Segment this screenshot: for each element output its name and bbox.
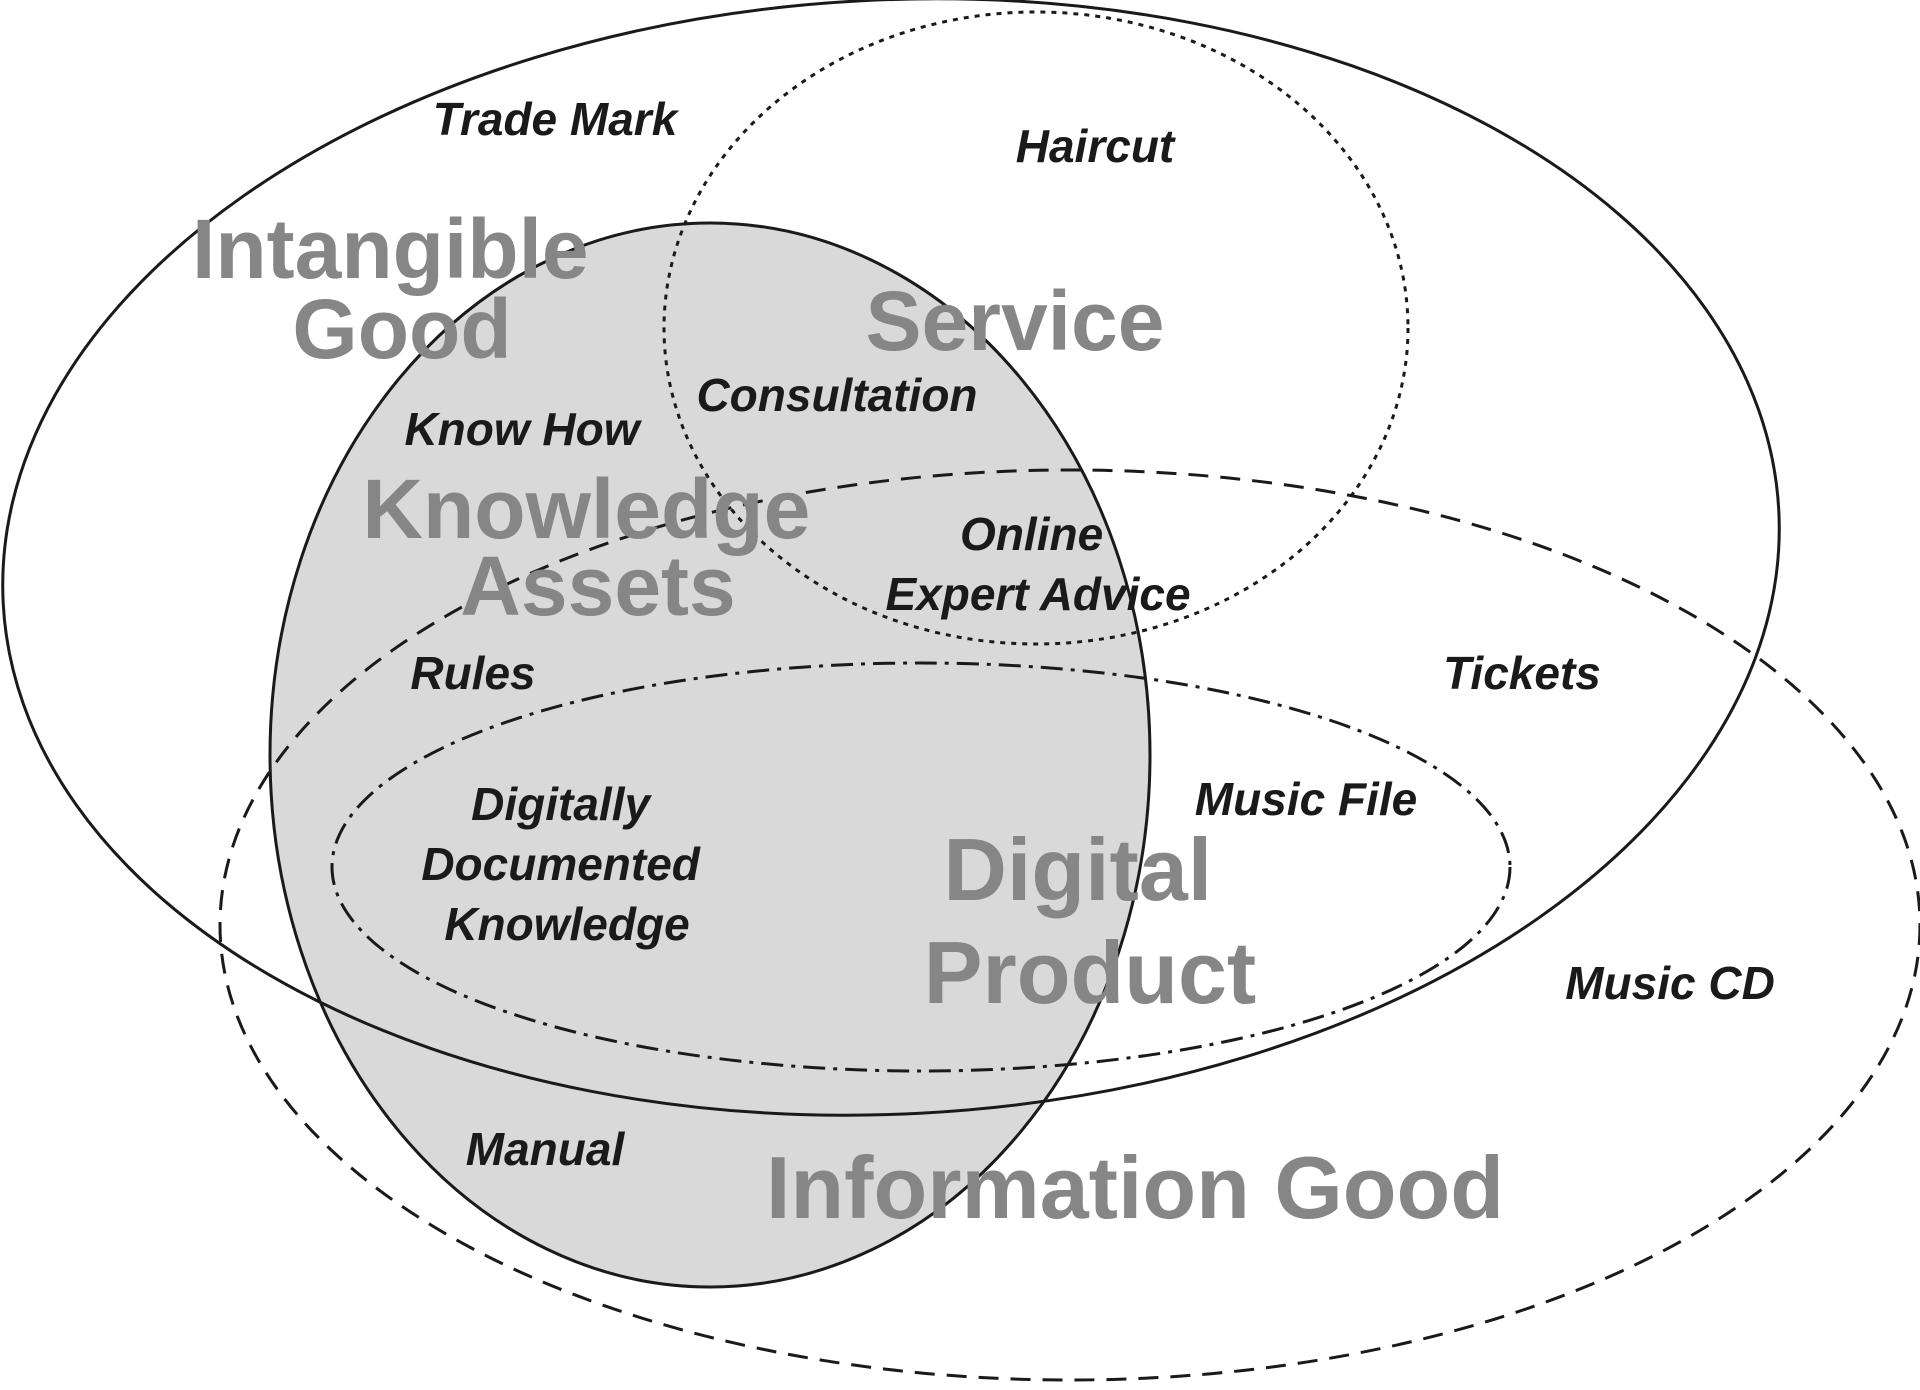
information-good-label: Information Good (766, 1138, 1504, 1237)
know-how-label: Know How (404, 403, 642, 455)
information-good-ellipse (218, 468, 1920, 1382)
knowledge-assets-ellipse (268, 221, 1152, 1289)
intangible-good-label: Intangible Good (192, 202, 612, 376)
digitally-documented-knowledge-label-line-2: Documented (421, 838, 700, 890)
rules-label: Rules (410, 647, 535, 699)
trade-mark-label: Trade Mark (433, 93, 680, 145)
knowledge-assets-label-line-2: Assets (460, 539, 736, 633)
music-cd-label: Music CD (1565, 957, 1775, 1009)
digital-product-label-line-1: Digital (943, 820, 1212, 919)
haircut-label: Haircut (1016, 120, 1176, 172)
digitally-documented-knowledge-label: Digitally Documented Knowledge (421, 778, 712, 950)
tickets-label: Tickets (1443, 647, 1601, 699)
intangible-good-ellipse (1, 0, 1781, 1117)
service-ellipse (662, 10, 1410, 646)
digitally-documented-knowledge-label-line-3: Knowledge (444, 898, 689, 950)
service-label: Service (866, 274, 1165, 368)
intangible-good-label-line-2: Good (292, 282, 511, 376)
music-file-label: Music File (1195, 773, 1417, 825)
online-expert-advice-label-line-2: Expert Advice (885, 568, 1190, 620)
intangible-good-label-line-1: Intangible (192, 202, 589, 296)
digital-product-ellipse (330, 661, 1512, 1073)
digital-product-label-line-2: Product (924, 923, 1256, 1022)
knowledge-assets-label: Knowledge Assets (362, 462, 833, 633)
online-expert-advice-label: Online Expert Advice (885, 508, 1190, 620)
digitally-documented-knowledge-label-line-1: Digitally (471, 778, 652, 830)
online-expert-advice-label-line-1: Online (960, 508, 1103, 560)
knowledge-assets-label-line-1: Knowledge (362, 462, 810, 556)
consultation-label: Consultation (696, 369, 977, 421)
manual-label: Manual (466, 1123, 626, 1175)
digital-product-label: Digital Product (924, 820, 1256, 1022)
